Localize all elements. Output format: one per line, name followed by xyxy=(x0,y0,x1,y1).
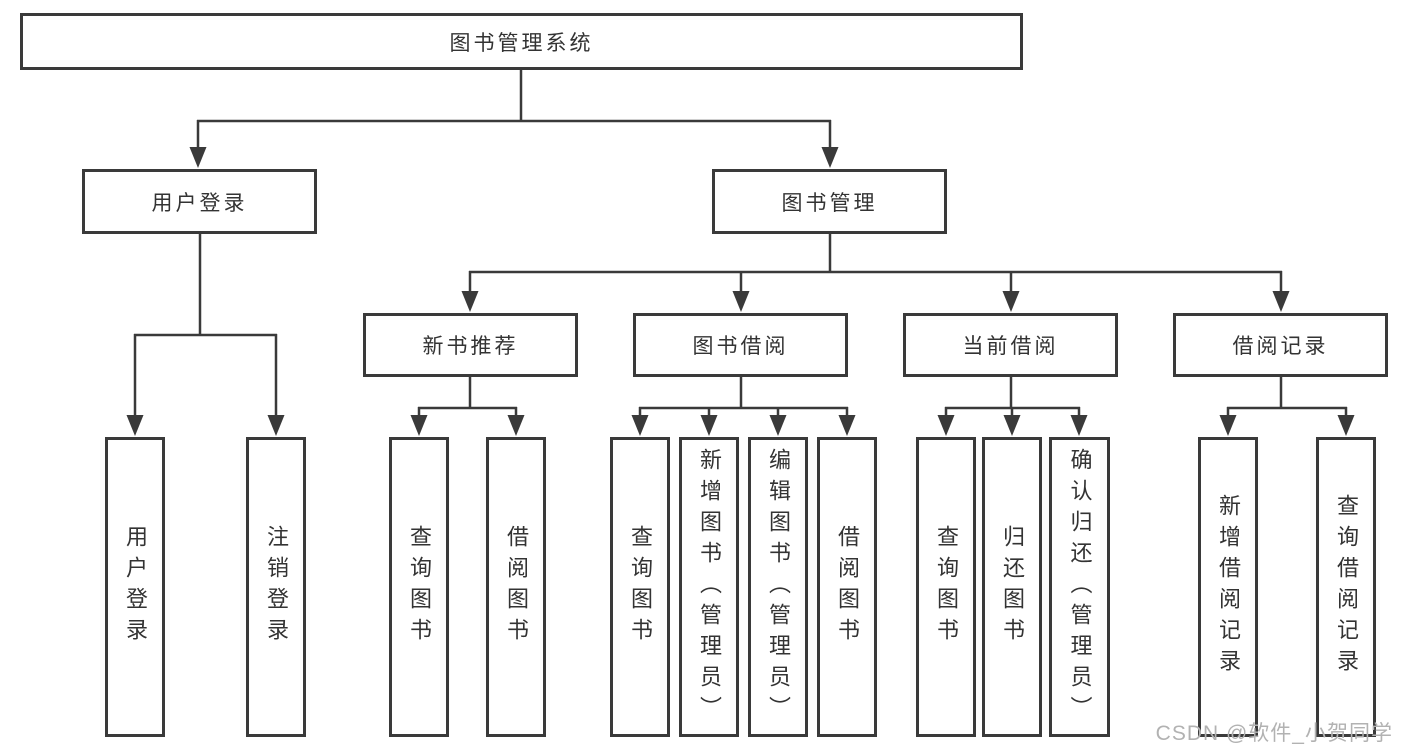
watermark: CSDN @软件_小贺同学 xyxy=(1155,722,1393,745)
tree-connector-path xyxy=(133,70,1348,418)
arrowhead-icon xyxy=(267,415,285,436)
leaf-borrow-books: 借阅图书 xyxy=(817,437,877,737)
arrowhead-icon xyxy=(1337,415,1355,436)
leaf-edit-book-admin: 编辑图书（管理员） xyxy=(748,437,808,737)
arrowhead-icons xyxy=(126,147,1355,436)
arrowhead-icon xyxy=(410,415,428,436)
node-book-management: 图书管理 xyxy=(712,169,947,234)
node-label: 确认归还（管理员） xyxy=(1067,447,1093,727)
leaf-return-books: 归还图书 xyxy=(982,437,1042,737)
node-label: 当前借阅 xyxy=(962,335,1059,358)
node-label: 图书借阅 xyxy=(692,335,789,358)
leaf-query-borrow-record: 查询借阅记录 xyxy=(1316,437,1376,737)
node-label: 查询图书 xyxy=(934,525,959,649)
node-label: 借阅记录 xyxy=(1232,335,1329,358)
leaf-query-books-borrow: 查询图书 xyxy=(610,437,670,737)
arrowhead-icon xyxy=(631,415,649,436)
node-label: 新书推荐 xyxy=(422,335,519,358)
arrowhead-icon xyxy=(1219,415,1237,436)
arrowhead-icon xyxy=(838,415,856,436)
leaf-query-books-recommend: 查询图书 xyxy=(389,437,449,737)
node-label: 图书管理 xyxy=(781,191,878,215)
leaf-add-book-admin: 新增图书（管理员） xyxy=(679,437,739,737)
leaf-query-books-current: 查询图书 xyxy=(916,437,976,737)
node-label: 查询借阅记录 xyxy=(1334,494,1359,680)
arrowhead-icon xyxy=(507,415,525,436)
node-label: 用户登录 xyxy=(123,525,148,649)
node-label: 新增图书（管理员） xyxy=(697,447,722,727)
arrowhead-icon xyxy=(1003,415,1021,436)
arrowhead-icon xyxy=(937,415,955,436)
node-label: 查询图书 xyxy=(628,525,653,649)
arrowhead-icon xyxy=(189,147,207,168)
node-label: 注销登录 xyxy=(264,525,289,649)
arrowhead-icon xyxy=(769,415,787,436)
node-label: 图书管理系统 xyxy=(449,31,594,55)
leaf-logout-login: 注销登录 xyxy=(246,437,306,737)
node-book-borrowing: 图书借阅 xyxy=(633,313,848,377)
node-label: 借阅图书 xyxy=(504,525,529,649)
arrowhead-icon xyxy=(1070,415,1088,436)
node-borrowing-records: 借阅记录 xyxy=(1173,313,1388,377)
leaf-user-login: 用户登录 xyxy=(105,437,165,737)
arrowhead-icon xyxy=(1272,291,1290,312)
node-current-borrowing: 当前借阅 xyxy=(903,313,1118,377)
node-label: 编辑图书（管理员） xyxy=(766,447,791,727)
node-new-book-recommend: 新书推荐 xyxy=(363,313,578,377)
node-label: 借阅图书 xyxy=(835,525,860,649)
arrowhead-icon xyxy=(1002,291,1020,312)
arrowhead-icon xyxy=(732,291,750,312)
arrowhead-icon xyxy=(461,291,479,312)
leaf-confirm-return-admin: 确认归还（管理员） xyxy=(1049,437,1110,737)
node-label: 查询图书 xyxy=(407,525,432,649)
leaf-add-borrow-record: 新增借阅记录 xyxy=(1198,437,1258,737)
arrowhead-icon xyxy=(821,147,839,168)
leaf-borrow-books-recommend: 借阅图书 xyxy=(486,437,546,737)
node-label: 归还图书 xyxy=(1000,525,1025,649)
node-user-login: 用户登录 xyxy=(82,169,317,234)
arrowhead-icon xyxy=(700,415,718,436)
arrowhead-icon xyxy=(126,415,144,436)
node-label: 新增借阅记录 xyxy=(1216,494,1241,680)
node-library-system: 图书管理系统 xyxy=(20,13,1023,70)
node-label: 用户登录 xyxy=(151,191,248,215)
